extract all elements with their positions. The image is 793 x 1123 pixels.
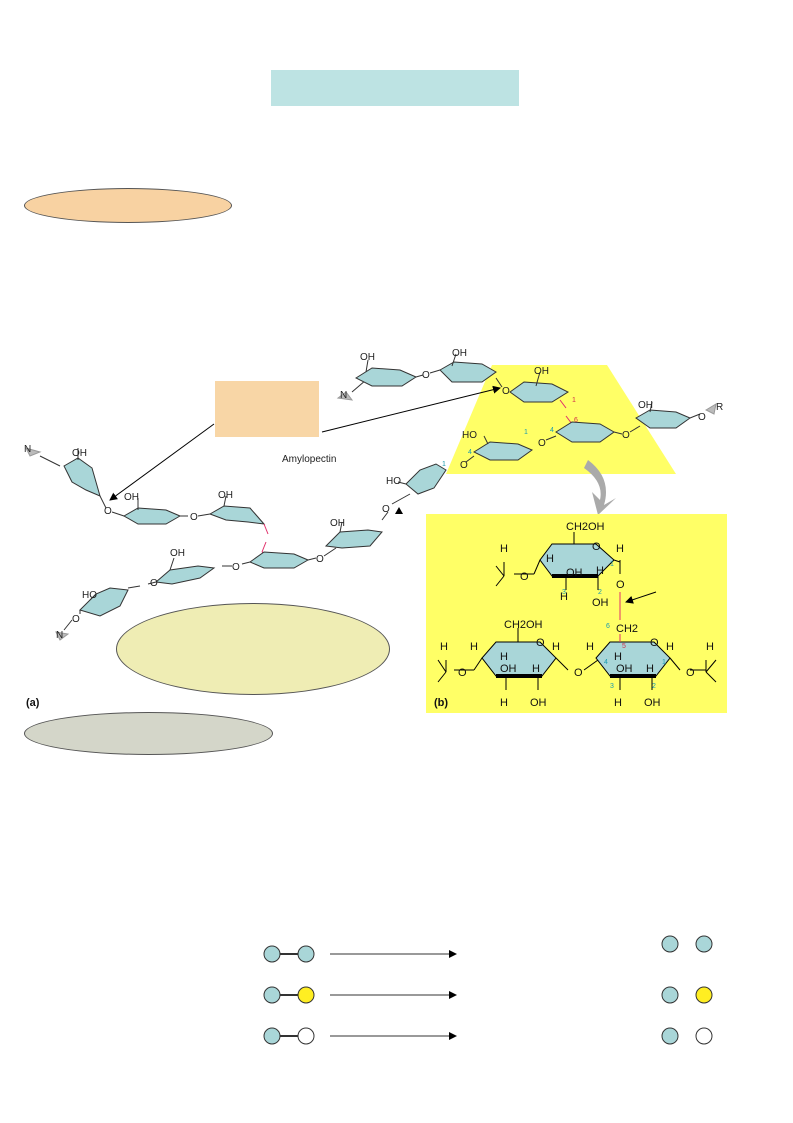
h-label: H	[586, 641, 594, 653]
ho-label: HO	[82, 590, 97, 601]
o-label: O	[502, 386, 510, 397]
position-1: 1	[442, 461, 446, 468]
haworth-structure	[437, 532, 717, 690]
peach-oval-label	[24, 188, 232, 223]
ch2oh-label: CH2OH	[566, 521, 605, 533]
position-2: 2	[652, 683, 656, 690]
o-label: O	[382, 504, 390, 515]
o-label: O	[574, 667, 583, 679]
o-label: O	[422, 370, 430, 381]
pointer-arrow-right	[321, 385, 501, 433]
top-chain	[336, 353, 717, 505]
h-label: H	[500, 651, 508, 663]
ch2-label: CH2	[616, 623, 638, 635]
title-box	[271, 70, 519, 106]
oh-label: OH	[566, 567, 583, 579]
o-label: O	[592, 541, 601, 553]
zoom-arrow	[584, 460, 616, 515]
oh-label: OH	[534, 366, 549, 377]
oh-label: OH	[124, 492, 139, 503]
h-label: H	[596, 565, 604, 577]
o-label: O	[520, 571, 529, 583]
triangle-marker	[395, 507, 403, 514]
h-label: H	[614, 697, 622, 709]
position-1: 1	[610, 561, 614, 568]
chain-end-n-bottom: N	[56, 630, 63, 641]
o-label: O	[538, 438, 546, 449]
h-label: H	[666, 641, 674, 653]
oh-label: OH	[72, 448, 87, 459]
o-label: O	[104, 506, 112, 517]
h-label: H	[546, 553, 554, 565]
oh-label: OH	[644, 697, 661, 709]
oh-label: OH	[530, 697, 547, 709]
pointer-arrow-left	[109, 423, 215, 501]
position-1: 1	[662, 659, 666, 666]
h-label: H	[500, 543, 508, 555]
panel-b-label: (b)	[434, 697, 448, 709]
oh-label: OH	[500, 663, 517, 675]
position-4: 4	[468, 449, 472, 456]
h-label: H	[616, 543, 624, 555]
oh-label: OH	[360, 352, 375, 363]
position-1: 1	[524, 429, 528, 436]
chain-end-n-left: N	[24, 444, 31, 455]
yellow-oval-label	[116, 603, 390, 695]
h-label: H	[560, 591, 568, 603]
ho-label: HO	[462, 430, 477, 441]
h-label: H	[646, 663, 654, 675]
h-label: H	[706, 641, 714, 653]
o-label: O	[686, 667, 695, 679]
oh-label: OH	[452, 348, 467, 359]
o-label: O	[150, 578, 158, 589]
oh-label: OH	[170, 548, 185, 559]
chain-end-r: R	[716, 402, 723, 413]
position-3: 3	[610, 683, 614, 690]
oh-label: OH	[218, 490, 233, 501]
o-label: O	[72, 614, 80, 625]
position-4: 4	[550, 427, 554, 434]
ch2oh-label: CH2OH	[504, 619, 543, 631]
peach-label-box	[215, 381, 319, 437]
o-label: O	[190, 512, 198, 523]
oh-label: OH	[616, 663, 633, 675]
position-6: 6	[574, 417, 578, 424]
o-label: O	[232, 562, 240, 573]
h-label: H	[470, 641, 478, 653]
h-label: H	[500, 697, 508, 709]
amylopectin-label: Amylopectin	[282, 454, 336, 465]
left-chain	[25, 447, 389, 641]
oh-label: OH	[592, 597, 609, 609]
position-4: 4	[604, 659, 608, 666]
gray-oval-label	[24, 712, 273, 755]
oh-label: OH	[638, 400, 653, 411]
position-6: 6	[606, 623, 610, 630]
legend-rows	[263, 935, 713, 1045]
position-5: 5	[622, 643, 626, 650]
oh-label: OH	[330, 518, 345, 529]
o-label: O	[460, 460, 468, 471]
h-label: H	[552, 641, 560, 653]
o-label: O	[458, 667, 467, 679]
position-3: 3	[562, 589, 566, 596]
chain-end-n-top: N	[340, 390, 347, 401]
o-label: O	[616, 579, 625, 591]
panel-a-label: (a)	[26, 697, 40, 709]
h-label: H	[532, 663, 540, 675]
o-label: O	[536, 637, 545, 649]
ho-label: HO	[386, 476, 401, 487]
position-2: 2	[598, 589, 602, 596]
o-label: O	[316, 554, 324, 565]
h-label: H	[614, 651, 622, 663]
o-label: O	[650, 637, 659, 649]
o-label: O	[622, 430, 630, 441]
o-label: O	[698, 412, 706, 423]
position-1: 1	[572, 397, 576, 404]
h-label: H	[440, 641, 448, 653]
